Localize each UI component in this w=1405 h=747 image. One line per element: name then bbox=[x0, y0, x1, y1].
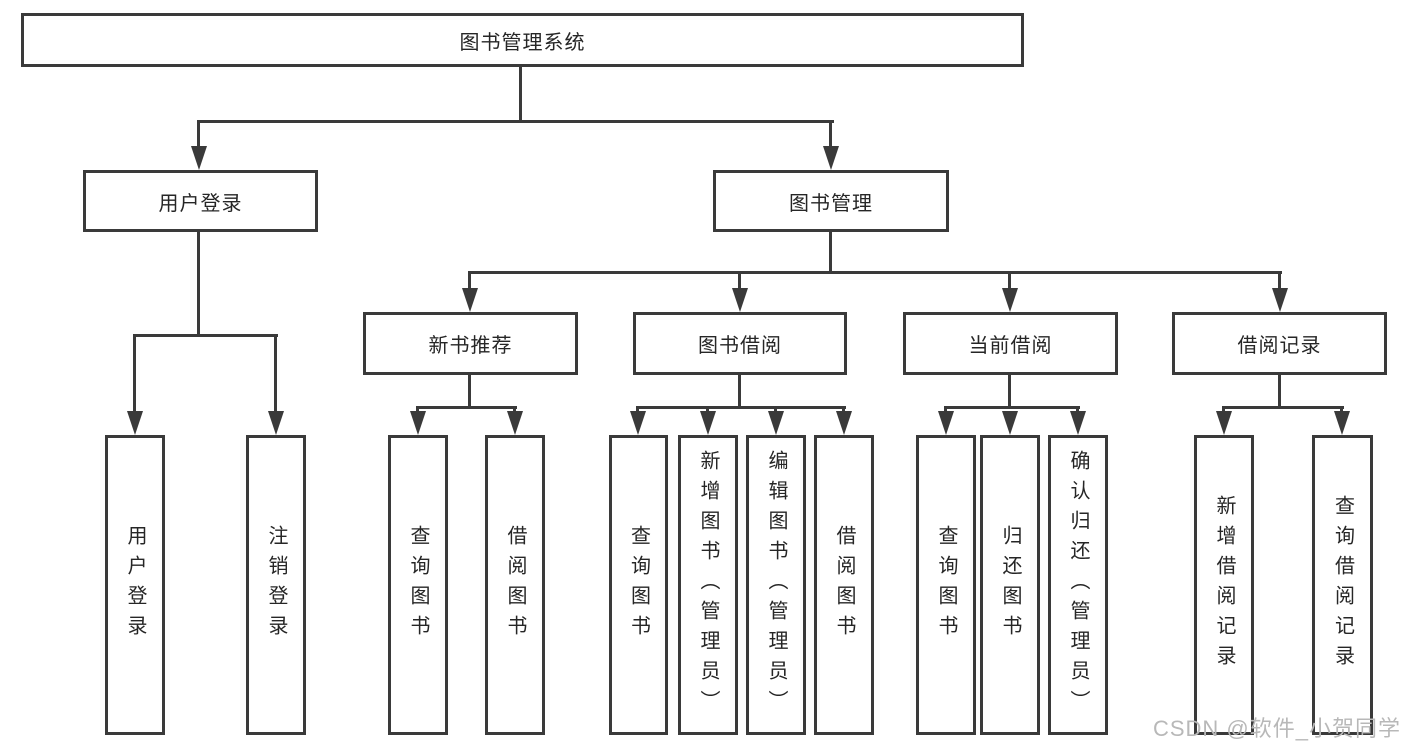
connector-new-book-stem bbox=[468, 375, 471, 409]
arrow-down-icon bbox=[700, 411, 716, 435]
leaf-user-login: 用户登录 bbox=[105, 435, 165, 735]
connector-to-leaf-user-login bbox=[133, 334, 136, 412]
connector-leaf-stub bbox=[1222, 406, 1225, 413]
connector-current-borrowing-stem bbox=[1008, 375, 1011, 409]
connector-borrowing-records-rail bbox=[1222, 406, 1344, 409]
node-book-management: 图书管理 bbox=[713, 170, 949, 232]
connector-user-login-rail bbox=[134, 334, 278, 337]
connector-leaf-stub bbox=[842, 406, 845, 413]
node-new-book-recommendation: 新书推荐 bbox=[363, 312, 578, 375]
leaf-edit-books-admin: 编辑图书（管理员） bbox=[746, 435, 806, 735]
arrow-down-icon bbox=[191, 146, 207, 170]
connector-to-book-borrowing bbox=[738, 271, 741, 290]
arrow-down-icon bbox=[507, 411, 523, 435]
connector-book-borrowing-rail bbox=[636, 406, 846, 409]
node-borrowing-records: 借阅记录 bbox=[1172, 312, 1387, 375]
leaf-add-borrowing-record: 新增借阅记录 bbox=[1194, 435, 1254, 735]
arrow-down-icon bbox=[823, 146, 839, 170]
connector-leaf-stub bbox=[1340, 406, 1343, 413]
arrow-down-icon bbox=[938, 411, 954, 435]
connector-leaf-stub bbox=[774, 406, 777, 413]
arrow-down-icon bbox=[462, 288, 478, 312]
leaf-query-books: 查询图书 bbox=[916, 435, 976, 735]
arrow-down-icon bbox=[1334, 411, 1350, 435]
leaf-logout: 注销登录 bbox=[246, 435, 306, 735]
node-current-borrowing: 当前借阅 bbox=[903, 312, 1118, 375]
leaf-query-borrowing-record: 查询借阅记录 bbox=[1312, 435, 1373, 735]
arrow-down-icon bbox=[1002, 411, 1018, 435]
node-book-borrowing: 图书借阅 bbox=[633, 312, 847, 375]
connector-book-management-stem bbox=[829, 232, 832, 274]
node-user-login: 用户登录 bbox=[83, 170, 318, 232]
connector-current-borrowing-rail bbox=[944, 406, 1080, 409]
connector-to-book-management bbox=[829, 120, 832, 148]
connector-level3-rail bbox=[468, 271, 1282, 274]
connector-leaf-stub bbox=[944, 406, 947, 413]
node-library-management-system: 图书管理系统 bbox=[21, 13, 1024, 67]
arrow-down-icon bbox=[268, 411, 284, 435]
connector-leaf-stub bbox=[416, 406, 419, 413]
arrow-down-icon bbox=[732, 288, 748, 312]
connector-borrowing-records-stem bbox=[1278, 375, 1281, 409]
arrow-down-icon bbox=[836, 411, 852, 435]
leaf-query-books: 查询图书 bbox=[388, 435, 448, 735]
connector-leaf-stub bbox=[513, 406, 516, 413]
connector-to-new-book bbox=[468, 271, 471, 290]
arrow-down-icon bbox=[1272, 288, 1288, 312]
arrow-down-icon bbox=[1002, 288, 1018, 312]
leaf-query-books: 查询图书 bbox=[609, 435, 668, 735]
arrow-down-icon bbox=[768, 411, 784, 435]
arrow-down-icon bbox=[630, 411, 646, 435]
arrow-down-icon bbox=[1070, 411, 1086, 435]
leaf-return-books: 归还图书 bbox=[980, 435, 1040, 735]
connector-to-user-login bbox=[197, 120, 200, 148]
arrow-down-icon bbox=[1216, 411, 1232, 435]
connector-to-current-borrowing bbox=[1008, 271, 1011, 290]
arrow-down-icon bbox=[410, 411, 426, 435]
connector-book-borrowing-stem bbox=[738, 375, 741, 409]
connector-root-stem bbox=[519, 65, 522, 121]
arrow-down-icon bbox=[127, 411, 143, 435]
leaf-borrow-books: 借阅图书 bbox=[814, 435, 874, 735]
leaf-add-books-admin: 新增图书（管理员） bbox=[678, 435, 738, 735]
connector-leaf-stub bbox=[706, 406, 709, 413]
connector-level2-rail bbox=[197, 120, 834, 123]
connector-to-leaf-logout bbox=[274, 334, 277, 412]
connector-user-login-stem bbox=[197, 232, 200, 336]
connector-leaf-stub bbox=[1076, 406, 1079, 413]
leaf-borrow-books: 借阅图书 bbox=[485, 435, 545, 735]
csdn-watermark: CSDN @软件_小贺同学 bbox=[1152, 716, 1401, 741]
connector-new-book-rail bbox=[416, 406, 517, 409]
connector-to-borrowing-records bbox=[1278, 271, 1281, 290]
connector-leaf-stub bbox=[636, 406, 639, 413]
leaf-confirm-return-admin: 确认归还（管理员） bbox=[1048, 435, 1108, 735]
